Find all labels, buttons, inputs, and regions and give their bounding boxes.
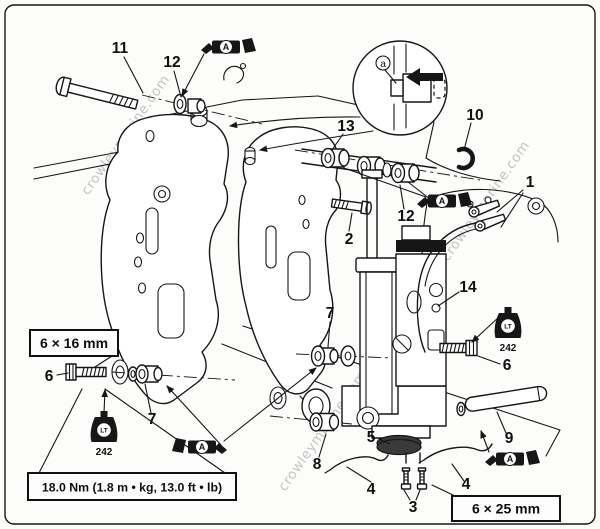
callout-2: 2 [345, 231, 354, 248]
part-12-bushing-right [390, 162, 420, 184]
part-5-plate [376, 434, 422, 464]
callout-6l: 6 [45, 368, 54, 385]
grease-marker-bottom-left: A [172, 438, 227, 455]
part-9-pin [456, 385, 548, 417]
callout-7b: 7 [148, 411, 157, 428]
part-6-bolt-left [65, 363, 236, 382]
part-4-screen-left [324, 454, 389, 474]
callout-7a: 7 [326, 305, 335, 322]
callout-14: 14 [459, 279, 477, 296]
inset-label-a: a [380, 58, 386, 70]
grease-label: A [439, 196, 446, 206]
label-box-bolt-large: 6 × 25 mm [451, 495, 561, 522]
grease-marker-bottom-right: A [485, 450, 540, 467]
callout-1: 1 [526, 174, 535, 191]
inset-arrow-icon [406, 68, 443, 86]
part-7-bushing-upper [295, 345, 393, 367]
grease-marker-mid: A [417, 192, 472, 209]
grease-label: A [507, 454, 514, 464]
threadlock-abbr: LT [504, 323, 511, 330]
bolt-large-label: 6 × 25 mm [472, 501, 540, 517]
callout-6r: 6 [503, 357, 512, 374]
callout-10: 10 [466, 107, 483, 124]
part-11-bolt [55, 76, 263, 125]
part-7-bushing-left [135, 364, 163, 384]
part-10-cring [456, 146, 476, 171]
callout-12b: 12 [397, 208, 414, 225]
threadlock-code: 242 [500, 343, 517, 354]
part-2-bolt [330, 198, 372, 215]
threadlock-abbr: LT [100, 427, 107, 434]
part-callouts: 11 12 13 10 12 2 1 14 7 6 6 7 8 5 4 3 4 … [45, 40, 535, 516]
washer [382, 162, 392, 178]
part-13-bushing [320, 147, 350, 169]
stern-bracket-left [100, 113, 229, 405]
label-box-bolt-small: 6 × 16 mm [29, 329, 119, 357]
torque-label: 18.0 Nm (1.8 m • kg, 13.0 ft • lb) [42, 481, 222, 495]
callout-8: 8 [313, 456, 322, 473]
callout-9: 9 [505, 430, 514, 447]
callout-4a: 4 [367, 481, 376, 498]
threadlock-symbol-right: LT 242 [494, 307, 522, 354]
clamp-bracket-right [190, 104, 559, 307]
part-4-screen-right [418, 443, 493, 464]
part-8-bushing [269, 412, 353, 432]
callout-3: 3 [409, 499, 418, 516]
callout-4b: 4 [462, 476, 471, 493]
leader-lines [38, 53, 524, 501]
stern-bracket-right [237, 126, 342, 421]
bolt-small-label: 6 × 16 mm [40, 335, 108, 351]
grease-label: A [223, 42, 230, 52]
part-12-washer [173, 93, 206, 115]
label-box-torque: 18.0 Nm (1.8 m • kg, 13.0 ft • lb) [27, 472, 237, 501]
grease-label: A [199, 442, 206, 452]
grease-marker-top: A [201, 38, 256, 55]
threadlock-symbol-left: LT 242 [90, 411, 118, 458]
callout-5: 5 [367, 429, 376, 446]
inset-detail-circle: a [228, 40, 448, 152]
callout-13: 13 [337, 118, 355, 135]
figure-border [4, 4, 596, 525]
callout-11: 11 [112, 40, 129, 57]
threadlock-code: 242 [96, 447, 113, 458]
callout-12a: 12 [163, 54, 180, 71]
part-3-bolts [400, 467, 428, 490]
